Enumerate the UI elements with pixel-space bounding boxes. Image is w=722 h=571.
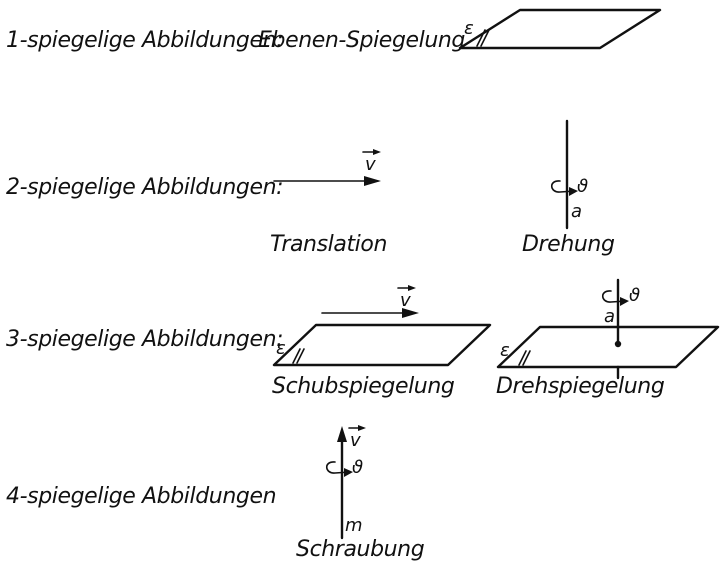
glide-vector-label: v <box>400 290 411 311</box>
translation-vector-label: v <box>365 154 376 175</box>
plane-hatch <box>518 350 527 366</box>
screw-vector-label: v <box>350 430 361 451</box>
screw-caption: Schraubung <box>296 537 425 562</box>
rotoreflection-arrow-curve <box>601 290 627 303</box>
translation-vector: v <box>273 149 381 186</box>
rotoreflection-axis-label: a <box>604 306 615 327</box>
plane-hatch <box>480 29 490 47</box>
translation-arrowhead <box>364 176 381 186</box>
vector-overarrow-head <box>358 425 366 431</box>
row1-plane: ε <box>458 8 662 50</box>
glide-arrowhead <box>402 308 419 318</box>
plane-outline <box>458 8 662 50</box>
vector-overarrow-head <box>373 149 381 155</box>
rotation-axis-label: a <box>571 201 582 222</box>
rotoreflection-angle-label: ϑ <box>629 285 640 306</box>
rotoreflection-plane-epsilon-label: ε <box>500 340 510 361</box>
glide-plane-outline <box>272 323 492 367</box>
rotation-arrow-curve <box>550 180 576 193</box>
screw-motion-symbol: v ϑ m <box>325 425 366 540</box>
row1-caption: Ebenen-Spiegelung <box>258 28 465 53</box>
screw-angle-label: ϑ <box>352 457 363 478</box>
rotoreflection-plane-outline <box>496 325 720 369</box>
glide-plane-epsilon-label: ε <box>276 338 286 359</box>
vector-overarrow-head <box>408 285 416 291</box>
plane-hatch <box>292 348 301 364</box>
rotoreflection-arrowhead <box>620 297 629 306</box>
glide-reflection-symbol: v ε <box>272 285 492 367</box>
rotation-arrowhead <box>569 187 578 196</box>
plane-hatch <box>296 348 305 364</box>
rotation-symbol: ϑ a <box>550 119 588 230</box>
screw-axis-arrowhead <box>337 426 347 442</box>
rotoreflection-caption: Drehspiegelung <box>496 374 665 399</box>
row1-label: 1-spiegelige Abbildungen: <box>6 28 283 53</box>
screw-axis-label: m <box>345 515 363 536</box>
row3-label: 3-spiegelige Abbildungen: <box>6 327 283 352</box>
rotation-angle-label: ϑ <box>577 176 588 197</box>
screw-arrow-curve <box>325 461 351 474</box>
rotation-caption: Drehung <box>522 232 615 257</box>
plane-hatch <box>476 29 486 47</box>
glide-caption: Schubspiegelung <box>272 374 455 399</box>
plane-epsilon-label: ε <box>464 18 474 39</box>
row4-label: 4-spiegelige Abbildungen <box>6 484 276 509</box>
screw-arrowhead <box>344 468 353 477</box>
rotoreflection-center-point <box>614 340 622 348</box>
rotoreflection-symbol: ε ϑ a <box>496 278 720 380</box>
row2-label: 2-spiegelige Abbildungen: <box>6 175 283 200</box>
plane-hatch <box>522 350 531 366</box>
translation-caption: Translation <box>270 232 387 257</box>
